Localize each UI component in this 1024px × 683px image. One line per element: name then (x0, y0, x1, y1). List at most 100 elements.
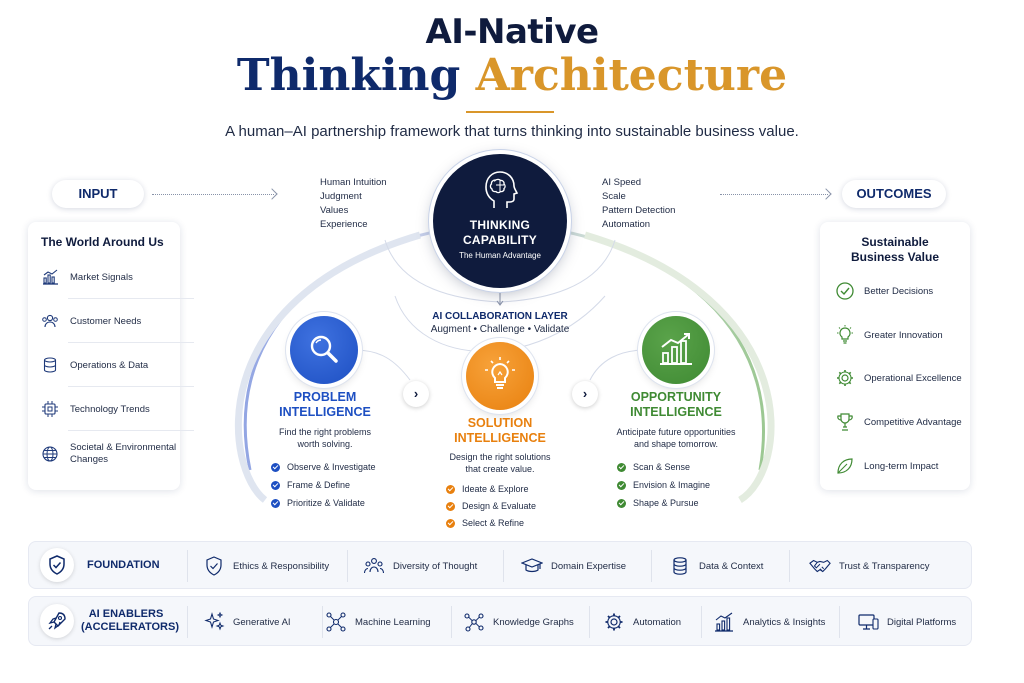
divider (589, 606, 590, 638)
pillar-desc-line: Anticipate future opportunities (616, 427, 736, 437)
check-icon (271, 480, 280, 490)
input-item-market-signals: Market Signals (40, 267, 180, 287)
trophy-icon (837, 413, 853, 431)
pillar-step-label: Shape & Pursue (633, 498, 699, 508)
title-line-2: Thinking Architecture (0, 50, 1024, 101)
ai-trait: AI Speed (602, 177, 642, 188)
next-chevron-button[interactable]: › (572, 381, 598, 407)
pillar-title-line: INTELLIGENCE (279, 405, 371, 419)
handshake-icon (809, 559, 831, 573)
check-icon (617, 498, 626, 508)
enablers-label-line: (ACCELERATORS) (81, 621, 179, 633)
outcomes-title-line: Sustainable (861, 235, 929, 249)
shield-check-icon (49, 555, 65, 575)
pillar-desc-line: and shape tomorrow. (633, 439, 719, 449)
enabler-label: Automation (633, 616, 682, 628)
core-title-line-2: CAPABILITY (462, 233, 538, 247)
database-icon (43, 357, 57, 373)
core-tagline: The Human Advantage (459, 251, 541, 260)
pillar-step-label: Prioritize & Validate (287, 498, 365, 508)
enablers-label-line: AI ENABLERS (88, 608, 164, 620)
foundation-label: FOUNDATION (87, 559, 160, 571)
check-icon (446, 518, 455, 528)
check-icon (617, 462, 626, 472)
problem-step-1: Observe & Investigate (271, 462, 376, 472)
input-item-label: Operations & Data (70, 359, 149, 371)
divider (701, 606, 702, 638)
pillar-step-label: Envision & Imagine (633, 480, 711, 490)
enabler-label: Digital Platforms (887, 616, 957, 628)
enabler-label: Machine Learning (355, 616, 431, 628)
monitor-icon (858, 614, 879, 630)
enabler-label: Knowledge Graphs (493, 616, 574, 628)
foundation-diversity: Diversity of Thought (363, 555, 477, 577)
lightbulb-icon (485, 357, 515, 389)
pillar-desc-line: Find the right problems (278, 427, 372, 437)
input-item-label: Changes (70, 454, 109, 465)
ai-traits-list: AI Speed Scale Pattern Detection Automat… (602, 176, 675, 232)
analytics-icon (715, 612, 733, 632)
magnifier-icon (310, 335, 338, 363)
divider (789, 550, 790, 582)
collaboration-layer-title: AI COLLABORATION LAYER (432, 311, 568, 322)
opportunity-step-1: Scan & Sense (617, 462, 690, 472)
pillar-step-label: Observe & Investigate (287, 462, 376, 472)
problem-pillar-circle (290, 316, 358, 384)
thinking-capability-core: THINKING CAPABILITY The Human Advantage (433, 154, 567, 288)
human-trait: Experience (320, 219, 368, 230)
human-trait: Judgment (320, 191, 362, 202)
outcome-label: Competitive Advantage (864, 416, 962, 428)
next-chevron-button[interactable]: › (403, 381, 429, 407)
divider (68, 386, 194, 387)
outcome-label: Greater Innovation (864, 329, 943, 341)
pillar-title-line: OPPORTUNITY (630, 390, 722, 404)
foundation-item-label: Ethics & Responsibility (233, 560, 330, 572)
pillar-step-label: Ideate & Explore (462, 484, 529, 494)
divider (68, 298, 194, 299)
title-word-thinking: Thinking (236, 50, 461, 101)
rocket-icon (48, 612, 66, 630)
human-trait: Values (320, 205, 349, 216)
outcomes-pill: OUTCOMES (842, 180, 946, 208)
input-item-customer-needs: Customer Needs (40, 311, 180, 331)
divider (68, 342, 194, 343)
foundation-domain-expertise: Domain Expertise (521, 555, 626, 577)
foundation-data-context: Data & Context (669, 555, 763, 577)
globe-icon (42, 446, 58, 462)
outcome-operational-excellence: Operational Excellence (834, 367, 974, 389)
divider (839, 606, 840, 638)
input-item-operations-data: Operations & Data (40, 355, 180, 375)
pillar-step-label: Design & Evaluate (462, 501, 537, 511)
subtitle: A human–AI partnership framework that tu… (225, 123, 799, 140)
input-item-technology-trends: Technology Trends (40, 399, 180, 419)
divider (322, 606, 323, 638)
solution-step-2: Design & Evaluate (446, 501, 536, 511)
solution-step-3: Select & Refine (446, 518, 524, 528)
input-item-label: Societal & Environmental (70, 442, 177, 453)
pillar-step-label: Select & Refine (462, 518, 525, 528)
enabler-label: Analytics & Insights (743, 616, 826, 628)
network-icon (326, 612, 346, 632)
growth-chart-icon (660, 333, 692, 365)
opportunity-pillar-desc: Anticipate future opportunities and shape… (591, 426, 761, 450)
pillar-step-label: Scan & Sense (633, 462, 691, 472)
opportunity-step-3: Shape & Pursue (617, 498, 699, 508)
input-pill: INPUT (52, 180, 144, 208)
outcome-label: Long-term Impact (864, 460, 939, 472)
opportunity-pillar-circle (642, 316, 710, 384)
input-arrow (152, 194, 274, 195)
outcome-label: Operational Excellence (864, 372, 962, 384)
title-word-architecture: Architecture (475, 50, 788, 101)
enabler-generative-ai: Generative AI (203, 611, 291, 633)
collaboration-layer-subtitle: Augment • Challenge • Validate (430, 324, 570, 335)
human-trait: Human Intuition (320, 177, 387, 188)
core-title-line-1: THINKING (469, 218, 531, 232)
bar-chart-icon (43, 269, 58, 285)
enabler-label: Generative AI (233, 616, 291, 628)
foundation-bar: FOUNDATION Ethics & Responsibility Diver… (28, 541, 972, 589)
